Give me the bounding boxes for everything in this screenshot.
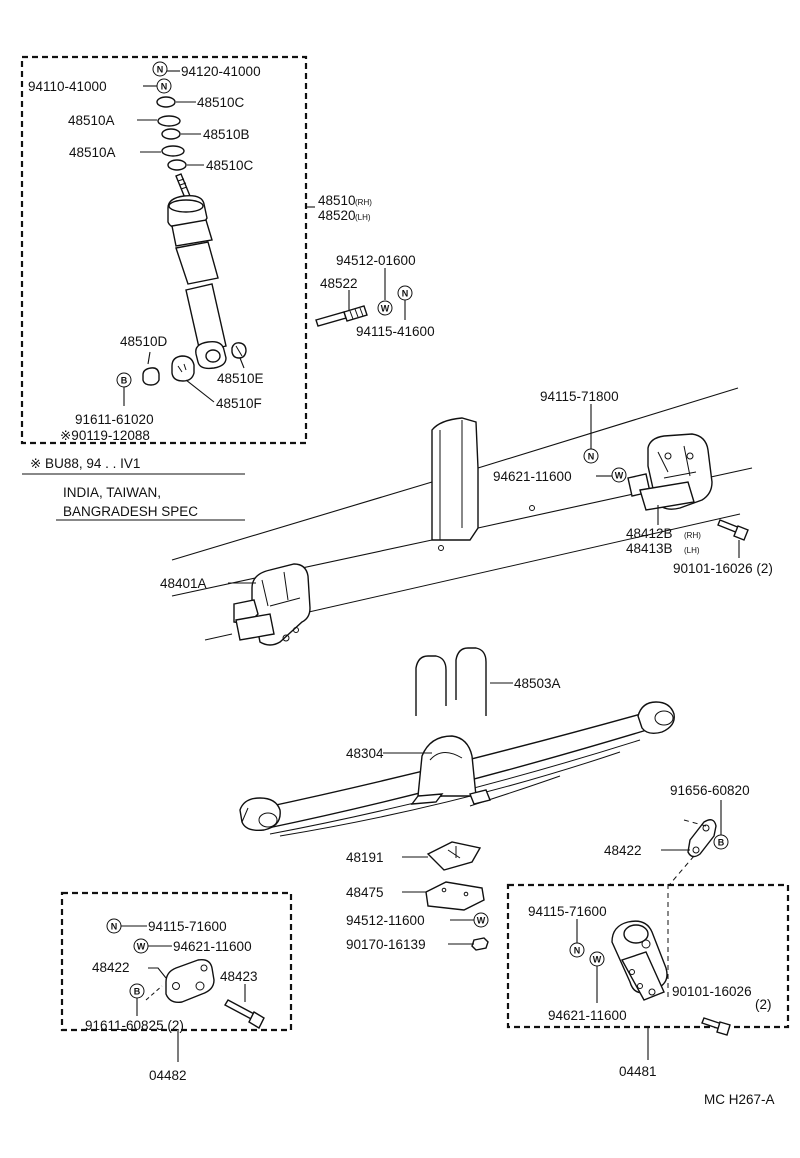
washer-symbol-94512-01600 <box>377 300 393 316</box>
label-04482: 04482 <box>149 1068 187 1083</box>
washer-48510a-top <box>157 115 181 127</box>
part-94110-41000: N 94110-41000 <box>28 78 172 94</box>
label-48412b-side: (RH) <box>684 531 701 540</box>
label-94621-11600-right: 94621-11600 <box>548 1008 627 1023</box>
label-48510a-bottom: 48510A <box>69 145 116 160</box>
label-48401a: 48401A <box>160 576 207 591</box>
label-48422-left: 48422 <box>92 960 130 975</box>
label-48510c-bottom: 48510C <box>206 158 254 173</box>
washer-symbol-letter: W <box>615 471 624 481</box>
label-94115-71600-right: 94115-71600 <box>528 904 607 919</box>
frame-rail-drawing <box>171 387 753 641</box>
plate-48191 <box>426 841 482 871</box>
label-48510f: 48510F <box>216 396 262 411</box>
label-48510c-top: 48510C <box>197 95 245 110</box>
spec-note-line1: INDIA, TAIWAN, <box>63 485 161 500</box>
bushing-48510b <box>161 128 181 140</box>
washer-48510a-bottom <box>161 145 185 157</box>
label-90101-16026-right: 90101-16026 <box>672 984 752 999</box>
nut-symbol-letter: N <box>111 922 118 932</box>
u-bolts-48503a <box>415 647 487 716</box>
label-90119-12088: ※90119-12088 <box>60 428 150 443</box>
diagram-reference-code: MC H267-A <box>704 1092 775 1107</box>
label-91611-60825: 91611-60825 (2) <box>85 1018 184 1033</box>
plate-48475 <box>425 881 485 911</box>
bolt-symbol-letter: B <box>121 376 128 386</box>
label-90170-16139: 90170-16139 <box>346 937 426 952</box>
shackle-assembly-04481 <box>611 920 668 1001</box>
spring-seat-48304 <box>410 735 491 805</box>
washer-symbol-94621-11600-top <box>611 467 627 483</box>
label-48520-side: (LH) <box>355 213 371 222</box>
label-04481: 04481 <box>619 1064 657 1079</box>
label-48423: 48423 <box>220 969 258 984</box>
bolt-symbol-letter: B <box>134 987 141 997</box>
part-94120-41000: N 94120-41000 <box>152 61 261 79</box>
label-48475: 48475 <box>346 885 384 900</box>
label-94512-01600: 94512-01600 <box>336 253 416 268</box>
label-48510d: 48510D <box>120 334 168 349</box>
washer-symbol-letter: W <box>137 942 146 952</box>
label-48422-right: 48422 <box>604 843 642 858</box>
washer-symbol-letter: W <box>593 955 602 965</box>
nut-symbol: N <box>161 82 168 92</box>
bolt-90101-16026-top <box>717 519 749 541</box>
label-90101-16026-right-qty: (2) <box>755 997 772 1012</box>
shock-absorber-drawing <box>167 173 227 370</box>
bolt-symbol-letter: B <box>718 838 725 848</box>
label-94120-41000: 94120-41000 <box>181 64 261 79</box>
nut-symbol-letter: N <box>402 289 409 299</box>
bushing-48510d <box>142 367 160 386</box>
label-48304: 48304 <box>346 746 384 761</box>
nut-symbol-letter: N <box>588 452 595 462</box>
label-48191: 48191 <box>346 850 384 865</box>
label-94621-11600-left: 94621-11600 <box>173 939 252 954</box>
label-48510: 48510 <box>318 193 356 208</box>
label-48503a: 48503A <box>514 676 561 691</box>
label-94110-41000: 94110-41000 <box>28 79 107 94</box>
label-48510b: 48510B <box>203 127 250 142</box>
bolt-48423 <box>224 999 265 1029</box>
label-94115-71800: 94115-71800 <box>540 389 619 404</box>
shock-absorber-group-box <box>20 55 308 445</box>
nut-symbol: N <box>157 65 164 75</box>
shackle-plate-48422-left <box>165 958 215 1004</box>
nut-symbol-letter: N <box>574 946 581 956</box>
label-48520: 48520 <box>318 208 356 223</box>
label-91656-60820: 91656-60820 <box>670 783 750 798</box>
label-94621-11600-top: 94621-11600 <box>493 469 572 484</box>
label-48413b: 48413B <box>626 541 673 556</box>
label-94115-41600: 94115-41600 <box>356 324 435 339</box>
bushing-48510f <box>171 355 195 382</box>
label-48413b-side: (LH) <box>684 546 700 555</box>
spec-note-line2: BANGRADESH SPEC <box>63 504 198 519</box>
rear-bracket-48412b <box>627 433 713 511</box>
washer-symbol-letter: W <box>381 304 390 314</box>
label-48510e: 48510E <box>217 371 264 386</box>
bushing-48510c-top <box>156 96 176 108</box>
front-hanger-48401a <box>233 563 311 646</box>
label-94115-71600-left: 94115-71600 <box>148 919 227 934</box>
nut-90170-16139 <box>471 937 489 951</box>
applicability-note: ※ BU88, 94 . . IV1 <box>30 456 140 471</box>
label-90101-16026-top: 90101-16026 (2) <box>673 561 773 576</box>
label-91611-61020: 91611-61020 <box>75 412 154 427</box>
bolt-90101-16026-right <box>701 1017 731 1036</box>
washer-symbol-letter: W <box>477 916 486 926</box>
label-48412b: 48412B <box>626 526 673 541</box>
shackle-plate-48422-right <box>687 819 717 858</box>
bushing-48510c-bottom <box>167 159 187 171</box>
label-48522: 48522 <box>320 276 358 291</box>
label-48510a-top: 48510A <box>68 113 115 128</box>
label-48510-side: (RH) <box>355 198 372 207</box>
label-94512-11600: 94512-11600 <box>346 913 425 928</box>
shackle-kit-04482-box <box>60 891 293 1032</box>
stud-48522 <box>315 305 368 327</box>
